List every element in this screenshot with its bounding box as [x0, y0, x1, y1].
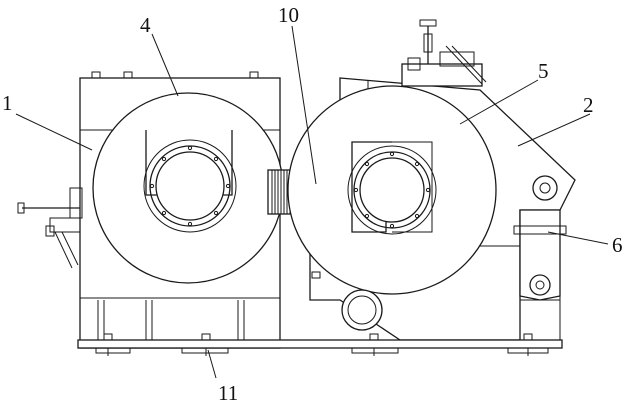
bearing-bolt-holes-left: [149, 145, 231, 227]
left-roll: [92, 92, 284, 284]
callout-2: 2: [583, 93, 594, 117]
callout-labels: 1 2 4 5 6 10 11: [2, 3, 623, 405]
callout-5: 5: [538, 59, 549, 83]
top-adjuster: [401, 19, 487, 87]
callout-4: 4: [140, 13, 151, 37]
top-bolts-left: [91, 71, 259, 79]
bearing-bolt-holes-right: [353, 151, 431, 229]
callout-6: 6: [612, 233, 623, 257]
hydraulic-cylinder: [513, 209, 567, 301]
left-side-bracket: [17, 187, 83, 269]
callout-1: 1: [2, 91, 13, 115]
leader-lines: [15, 25, 609, 379]
lower-pivot: [341, 289, 383, 331]
callout-10: 10: [278, 3, 299, 27]
right-pivot-eye: [532, 175, 558, 201]
base-plate: [77, 333, 563, 356]
foundation-bolts: [103, 333, 533, 356]
callout-11: 11: [218, 381, 238, 405]
right-roll: [287, 85, 497, 295]
